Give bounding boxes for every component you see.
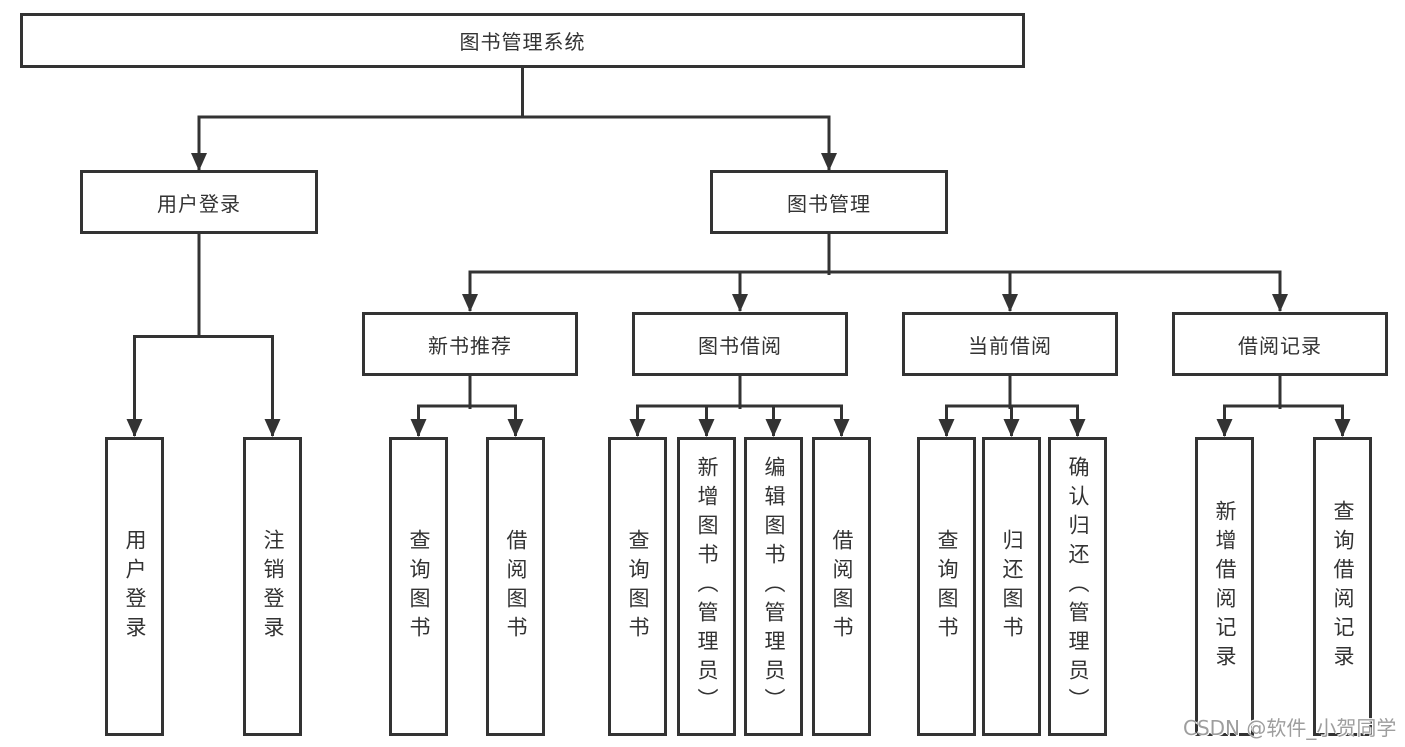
leaf-add-books-admin: 新增图书（管理员）	[677, 437, 736, 736]
leaf-label: 确认归还（管理员）	[1066, 456, 1090, 717]
leaf-logout-login: 注销登录	[243, 437, 302, 736]
node-current-borrow: 当前借阅	[902, 312, 1118, 376]
node-label: 新书推荐	[428, 333, 512, 358]
leaf-label: 新增借阅记录	[1213, 499, 1237, 674]
node-label: 借阅记录	[1238, 333, 1322, 358]
leaf-borrow-books: 借阅图书	[812, 437, 871, 736]
watermark: CSDN @软件_小贺同学	[1183, 716, 1397, 740]
node-label: 图书借阅	[698, 333, 782, 358]
leaf-label: 编辑图书（管理员）	[762, 456, 786, 717]
node-borrow-record: 借阅记录	[1172, 312, 1388, 376]
leaf-label: 新增图书（管理员）	[695, 456, 719, 717]
leaf-label: 借阅图书	[830, 528, 854, 645]
node-book-management: 图书管理	[710, 170, 948, 234]
node-library-system: 图书管理系统	[20, 13, 1025, 68]
node-user-login: 用户登录	[80, 170, 318, 234]
leaf-borrow-books-recommend: 借阅图书	[486, 437, 545, 736]
connector-trunks	[133, 68, 1344, 409]
leaf-label: 查询图书	[407, 528, 431, 645]
leaf-label: 查询借阅记录	[1331, 499, 1355, 674]
leaf-label: 归还图书	[1000, 528, 1024, 645]
node-label: 当前借阅	[968, 333, 1052, 358]
leaf-label: 查询图书	[935, 528, 959, 645]
leaf-confirm-return-admin: 确认归还（管理员）	[1048, 437, 1107, 736]
node-book-borrow: 图书借阅	[632, 312, 848, 376]
leaf-query-borrow-record: 查询借阅记录	[1313, 437, 1372, 736]
leaf-query-books-current: 查询图书	[917, 437, 976, 736]
node-label: 图书管理	[787, 191, 871, 216]
leaf-user-login: 用户登录	[105, 437, 164, 736]
leaf-return-books: 归还图书	[982, 437, 1041, 736]
node-label: 图书管理系统	[459, 30, 586, 54]
leaf-label: 注销登录	[261, 528, 285, 645]
leaf-label: 借阅图书	[504, 528, 528, 645]
node-label: 用户登录	[157, 191, 241, 216]
leaf-add-borrow-record: 新增借阅记录	[1195, 437, 1254, 736]
leaf-label: 用户登录	[123, 528, 147, 645]
leaf-query-books-borrow: 查询图书	[608, 437, 667, 736]
leaf-query-books-recommend: 查询图书	[389, 437, 448, 736]
leaf-label: 查询图书	[626, 528, 650, 645]
leaf-edit-books-admin: 编辑图书（管理员）	[744, 437, 803, 736]
node-new-book-recommend: 新书推荐	[362, 312, 578, 376]
